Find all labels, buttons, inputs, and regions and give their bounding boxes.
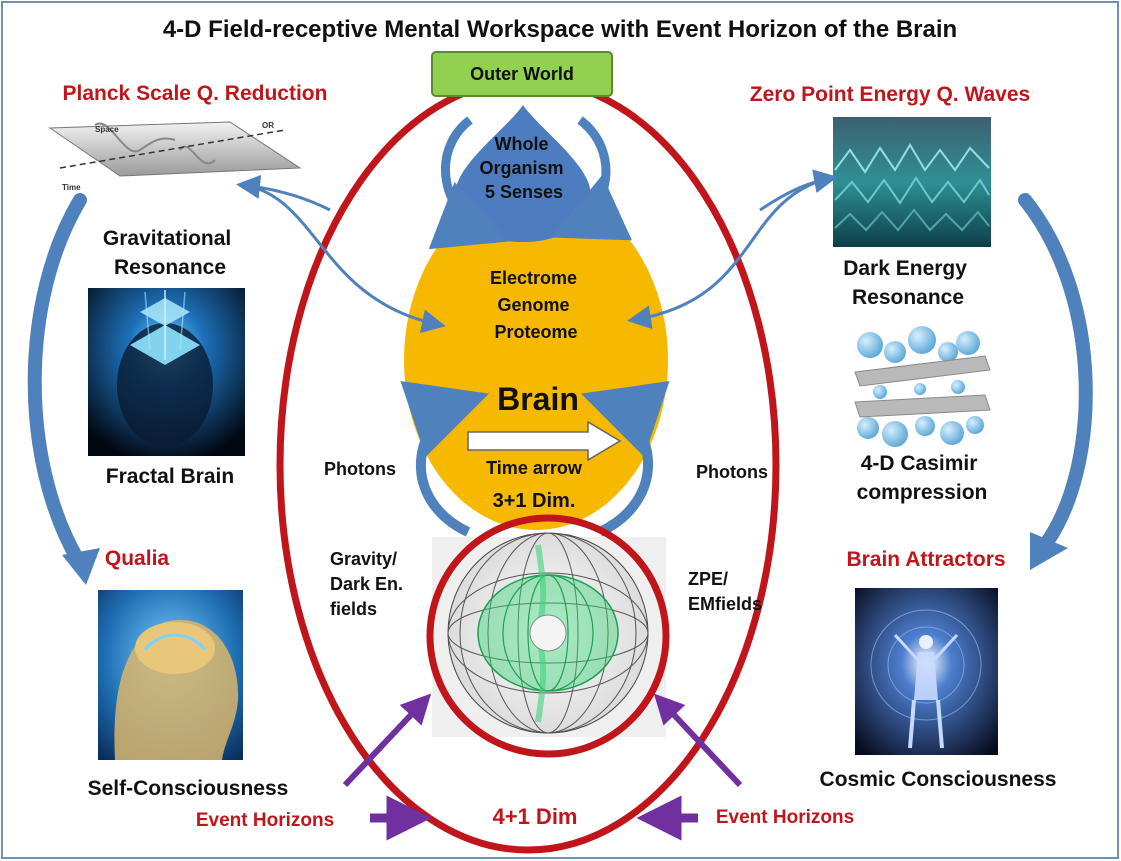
cosmic-consciousness-label: Cosmic Consciousness xyxy=(820,768,1057,791)
photons-right-label: Photons xyxy=(696,462,768,482)
casimir-compression-label: 4-D Casimir compression xyxy=(857,452,988,504)
zpe-to-brain-arrow xyxy=(627,176,831,330)
photons-left-label: Photons xyxy=(324,459,396,479)
self-consciousness-label: Self-Consciousness xyxy=(88,777,289,800)
page-title: 4-D Field-receptive Mental Workspace wit… xyxy=(163,16,957,43)
gravitational-resonance-label: Gravitational Resonance xyxy=(103,227,237,279)
time-arrow-label: Time arrow xyxy=(486,458,583,478)
dark-energy-resonance-label: Dark Energy Resonance xyxy=(843,257,973,309)
brain-label: Brain xyxy=(497,381,579,417)
left-curved-arrow xyxy=(27,193,87,567)
field-sphere-image xyxy=(432,532,666,737)
left-curved-arrowhead xyxy=(62,548,100,585)
cosmic-consciousness-image xyxy=(855,588,998,755)
genome-label: Electrome Genome Proteome xyxy=(490,268,582,342)
drop-loop-arrow-right xyxy=(551,116,633,241)
event-arrow-diag-left xyxy=(342,693,432,788)
event-horizons-right-label: Event Horizons xyxy=(716,807,854,828)
fractal-brain-label: Fractal Brain xyxy=(106,465,234,488)
right-curved-arrow xyxy=(1018,193,1093,552)
brain-to-planck-arrow xyxy=(236,174,331,212)
event-horizons-left-label: Event Horizons xyxy=(196,810,334,831)
dim-4-label: 4+1 Dim xyxy=(493,804,578,829)
brain-to-zpe-arrow xyxy=(759,169,838,212)
casimir-plates-image xyxy=(854,326,991,447)
planck-time-label: Time xyxy=(62,183,81,192)
qualia-head-image xyxy=(98,590,243,760)
qualia-heading: Qualia xyxy=(105,547,170,570)
photon-arrow-right xyxy=(581,381,670,537)
planck-spacetime-image: Space OR Time xyxy=(48,121,302,192)
zpe-heading: Zero Point Energy Q. Waves xyxy=(750,83,1030,106)
planck-or-label: OR xyxy=(262,121,274,130)
brain-attractors-heading: Brain Attractors xyxy=(846,548,1005,571)
event-arrow-diag-right xyxy=(653,693,743,788)
zpe-fields-label: ZPE/ EMfields xyxy=(688,569,762,614)
zpe-waves-image xyxy=(833,117,991,247)
dim-3-label: 3+1 Dim. xyxy=(493,490,576,512)
gravity-fields-label: Gravity/ Dark En. fields xyxy=(330,549,408,619)
sphere-red-ring xyxy=(426,514,670,758)
right-curved-arrowhead xyxy=(1030,532,1068,570)
fractal-brain-image xyxy=(88,288,245,456)
photon-arrow-left xyxy=(400,381,489,537)
drop-loop-arrow-left xyxy=(428,116,509,250)
planck-to-brain-arrow xyxy=(244,183,446,334)
outer-world-label: Outer World xyxy=(470,64,574,84)
planck-heading: Planck Scale Q. Reduction xyxy=(63,82,328,105)
outer-world-box xyxy=(431,51,613,97)
planck-space-label: Space xyxy=(95,125,119,134)
